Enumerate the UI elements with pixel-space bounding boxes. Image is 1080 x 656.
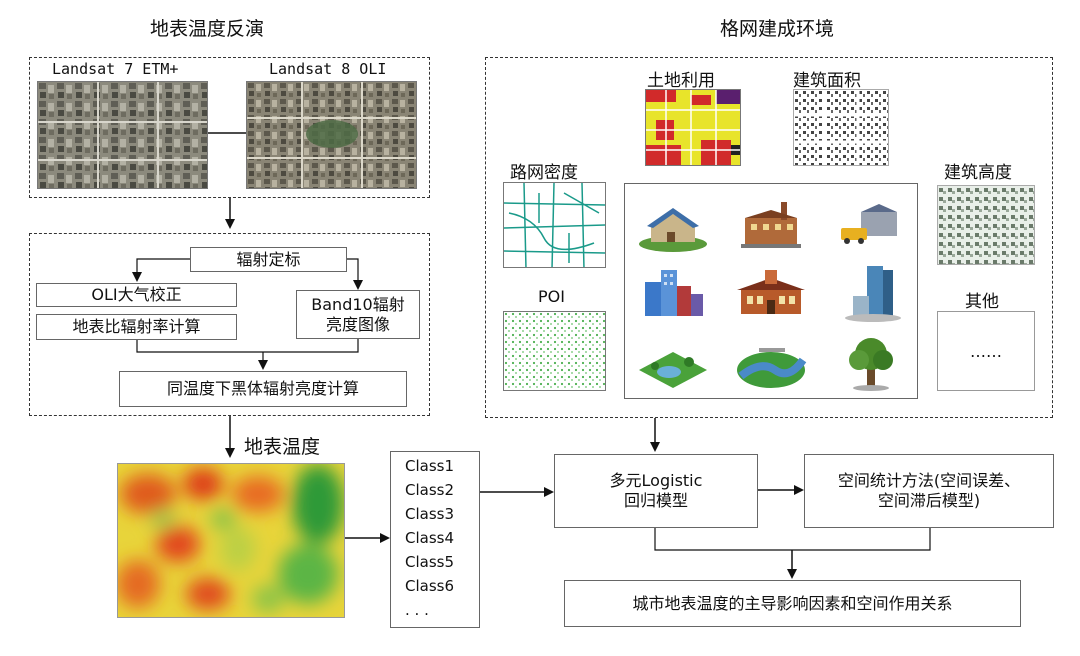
class-item: Class3	[405, 505, 455, 523]
built-environment-title: 格网建成环境	[720, 18, 835, 40]
house-icon	[639, 208, 707, 252]
others-label: 其他	[965, 292, 999, 312]
class-item: Class1	[405, 457, 455, 475]
road-network-map	[503, 182, 606, 268]
school-bus-icon	[841, 204, 897, 244]
band10-line1: Band10辐射	[311, 294, 405, 314]
poi-map	[503, 311, 606, 391]
class-item: . . .	[405, 601, 429, 619]
landsat8-image	[246, 81, 417, 189]
processing-group	[29, 233, 430, 416]
blackbody-radiance-box: 同温度下黑体辐射亮度计算	[119, 371, 407, 407]
land-use-map	[645, 89, 741, 166]
spatial-statistics-box: 空间统计方法(空间误差、 空间滞后模型)	[804, 454, 1054, 528]
band10-radiance-box: Band10辐射 亮度图像	[296, 290, 420, 339]
lst-label: 地表温度	[244, 436, 321, 458]
oli-atmospheric-correction-box: OLI大气校正	[36, 283, 237, 307]
band10-line2: 亮度图像	[325, 314, 390, 334]
spatial-line2: 空间滞后模型)	[877, 491, 981, 510]
logistic-regression-box: 多元Logistic 回归模型	[554, 454, 758, 528]
river-icon	[737, 348, 807, 388]
logistic-line2: 回归模型	[623, 491, 688, 510]
road-density-label: 路网密度	[510, 163, 578, 183]
satellite-images-group	[29, 57, 430, 198]
building-height-label: 建筑高度	[944, 163, 1012, 183]
building-area-label: 建筑面积	[793, 71, 861, 91]
lst-retrieval-title: 地表温度反演	[150, 18, 265, 40]
landsat7-label: Landsat 7 ETM+	[52, 60, 179, 78]
class-item: Class4	[405, 529, 455, 547]
others-box: ……	[937, 311, 1035, 391]
result-box: 城市地表温度的主导影响因素和空间作用关系	[564, 580, 1021, 627]
class-list: Class1 Class2 Class3 Class4 Class5 Class…	[390, 451, 480, 628]
factory-icon	[741, 202, 801, 248]
class-item: Class5	[405, 553, 455, 571]
spatial-line1: 空间统计方法(空间误差、	[837, 471, 1021, 490]
built-environment-icons	[624, 183, 918, 399]
city-buildings-icon	[645, 270, 703, 316]
landsat8-label: Landsat 8 OLI	[269, 60, 387, 78]
class-item: Class2	[405, 481, 455, 499]
building-height-map	[937, 185, 1035, 265]
park-icon	[639, 352, 707, 388]
school-icon	[737, 270, 805, 314]
class-item: Class6	[405, 577, 455, 595]
landsat7-image	[37, 81, 208, 189]
radiometric-calibration-box: 辐射定标	[190, 247, 347, 272]
land-use-label: 土地利用	[647, 71, 715, 91]
emissivity-calculation-box: 地表比辐射率计算	[36, 314, 237, 340]
built-environment-group	[485, 57, 1053, 418]
building-area-map	[793, 89, 889, 166]
tree-icon	[849, 338, 893, 391]
lst-heatmap	[117, 463, 345, 618]
poi-label: POI	[538, 287, 565, 306]
skyscraper-icon	[845, 266, 901, 322]
logistic-line1: 多元Logistic	[609, 471, 703, 490]
